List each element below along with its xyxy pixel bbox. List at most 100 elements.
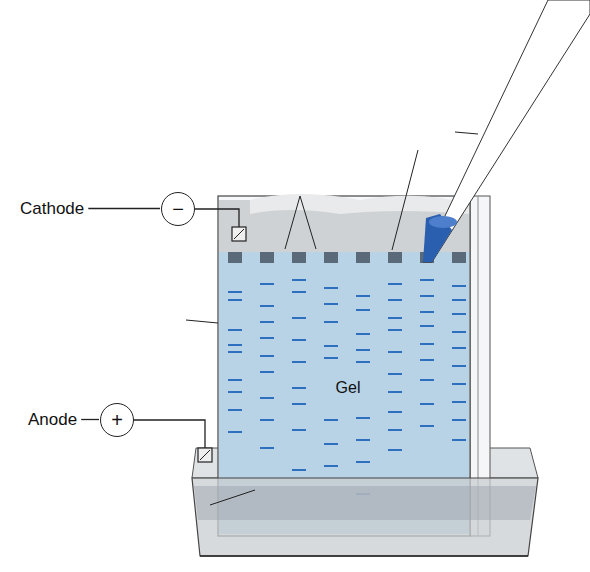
dna-band bbox=[356, 439, 370, 441]
dna-band bbox=[228, 391, 242, 393]
dna-band bbox=[292, 279, 306, 281]
dna-band bbox=[324, 419, 338, 421]
dna-band bbox=[260, 371, 274, 373]
leader-line bbox=[455, 132, 478, 134]
dna-band bbox=[324, 465, 338, 467]
dna-band bbox=[228, 344, 242, 346]
electrode-terminal: Cathode − bbox=[20, 190, 200, 228]
dna-band bbox=[420, 325, 434, 327]
leader-line bbox=[210, 490, 255, 505]
electrode-terminal: Anode + bbox=[28, 401, 136, 439]
dna-band bbox=[260, 305, 274, 307]
dna-band bbox=[324, 321, 338, 323]
dna-band bbox=[356, 361, 370, 363]
dna-band bbox=[324, 287, 338, 289]
dna-band bbox=[292, 291, 306, 293]
buffer-highlight bbox=[250, 194, 469, 214]
lower-buffer bbox=[194, 486, 536, 520]
dna-band bbox=[260, 337, 274, 339]
polarity-symbol: − bbox=[161, 192, 195, 226]
dna-band bbox=[228, 351, 242, 353]
terminal-name: Anode bbox=[28, 410, 77, 430]
dna-band bbox=[388, 329, 402, 331]
dna-band bbox=[420, 311, 434, 313]
dna-band bbox=[292, 317, 306, 319]
dna-band bbox=[388, 391, 402, 393]
dna-band bbox=[324, 345, 338, 347]
dna-band bbox=[388, 411, 402, 413]
dna-band bbox=[356, 333, 370, 335]
dna-band bbox=[420, 279, 434, 281]
leader-line bbox=[392, 150, 418, 250]
dna-band bbox=[260, 397, 274, 399]
dna-band bbox=[292, 339, 306, 341]
leader-line bbox=[81, 419, 99, 420]
leader-line bbox=[300, 196, 316, 249]
dna-band bbox=[356, 417, 370, 419]
electrode-mark bbox=[200, 450, 210, 460]
dna-band bbox=[388, 351, 402, 353]
leader-line bbox=[186, 320, 218, 323]
dna-band bbox=[292, 387, 306, 389]
dna-band bbox=[452, 331, 466, 333]
dna-band bbox=[324, 357, 338, 359]
dna-band bbox=[292, 361, 306, 363]
dna-band bbox=[356, 461, 370, 463]
dna-band bbox=[228, 409, 242, 411]
dna-band bbox=[420, 295, 434, 297]
dna-band bbox=[388, 449, 402, 451]
dna-band bbox=[452, 439, 466, 441]
dna-band bbox=[292, 469, 306, 471]
dna-band bbox=[388, 299, 402, 301]
dna-band bbox=[228, 379, 242, 381]
dna-band bbox=[356, 295, 370, 297]
dna-band bbox=[228, 299, 242, 301]
dna-band bbox=[452, 419, 466, 421]
dna-band bbox=[452, 401, 466, 403]
polarity-symbol: + bbox=[100, 403, 134, 437]
anode-electrode bbox=[198, 448, 212, 462]
cathode-wire bbox=[195, 209, 239, 227]
leader-line bbox=[285, 196, 300, 249]
dna-band bbox=[228, 329, 242, 331]
dna-band bbox=[388, 317, 402, 319]
dna-band bbox=[388, 429, 402, 431]
buffer-tray bbox=[192, 478, 538, 556]
dna-band bbox=[356, 349, 370, 351]
dna-bands bbox=[228, 280, 466, 494]
dna-band bbox=[388, 373, 402, 375]
leader-line bbox=[88, 208, 160, 209]
dna-band bbox=[452, 365, 466, 367]
dna-band bbox=[292, 403, 306, 405]
dna-band bbox=[260, 283, 274, 285]
dna-band bbox=[228, 291, 242, 293]
tray-edge bbox=[200, 555, 528, 557]
dna-band bbox=[452, 299, 466, 301]
electrode-mark bbox=[234, 229, 244, 239]
dna-band bbox=[228, 431, 242, 433]
anode-wire bbox=[134, 420, 205, 448]
dna-band bbox=[452, 383, 466, 385]
dna-band bbox=[452, 285, 466, 287]
meniscus bbox=[429, 216, 457, 228]
dna-band bbox=[420, 403, 434, 405]
gel-label: Gel bbox=[334, 379, 363, 397]
dna-band bbox=[292, 429, 306, 431]
dna-band bbox=[420, 343, 434, 345]
pipette bbox=[423, 0, 590, 262]
dna-band bbox=[260, 447, 274, 449]
dna-band bbox=[260, 321, 274, 323]
dna-band bbox=[324, 443, 338, 445]
dna-band bbox=[260, 355, 274, 357]
dna-band bbox=[420, 359, 434, 361]
dna-band bbox=[324, 303, 338, 305]
dna-band bbox=[356, 309, 370, 311]
terminal-name: Cathode bbox=[20, 199, 84, 219]
dna-band bbox=[260, 419, 274, 421]
cathode-electrode bbox=[232, 227, 246, 241]
dna-band bbox=[420, 379, 434, 381]
dna-band bbox=[420, 425, 434, 427]
dna-band bbox=[452, 347, 466, 349]
dna-band bbox=[388, 283, 402, 285]
